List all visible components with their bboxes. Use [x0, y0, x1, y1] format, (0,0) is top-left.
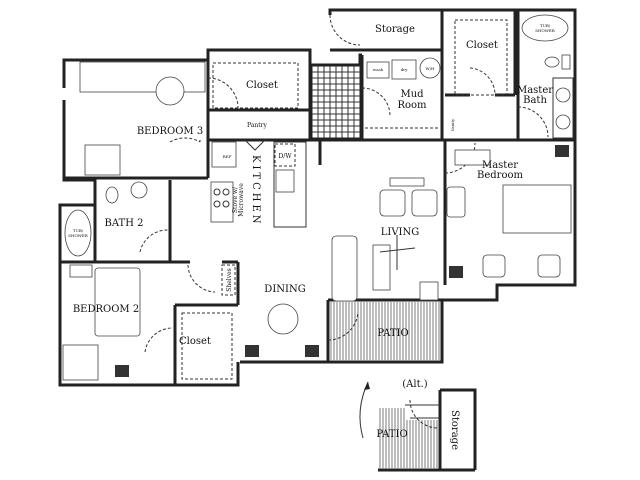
- label-closet-bed2: Closet: [179, 336, 211, 347]
- kitchen-sink: [275, 169, 295, 193]
- label-closet-master: Closet: [466, 40, 498, 51]
- label-pantry: Pantry: [247, 122, 267, 129]
- stove: [210, 181, 234, 223]
- dishwasher: [274, 143, 296, 167]
- dining-table: [267, 303, 299, 335]
- label-master-bath: Master: [517, 85, 553, 96]
- label-stove: Stove w/: [232, 186, 239, 213]
- label-master-bedroom-2: Bedroom: [477, 170, 523, 181]
- label-bath2: BATH 2: [105, 218, 144, 229]
- label-bedroom2: BEDROOM 2: [73, 304, 139, 315]
- label-alt: (Alt.): [402, 379, 428, 390]
- label-living: LIVING: [381, 227, 420, 238]
- label-dry: dry: [401, 67, 408, 72]
- label-tub-bath2-2: SHOWER: [68, 233, 89, 238]
- sofa: [331, 235, 358, 302]
- label-storage: Storage: [375, 24, 415, 35]
- room-labels: Storage Closet Closet Mud Room Master Ba…: [73, 24, 553, 450]
- label-master-bath-2: Bath: [523, 95, 547, 106]
- alt-arrow-icon: [359, 381, 369, 439]
- arrow-head-icon: [364, 382, 370, 390]
- stair-grid: [311, 65, 361, 139]
- label-storage-alt: Storage: [449, 410, 460, 450]
- label-patio: PATIO: [377, 328, 408, 339]
- label-tub-master: TUB/: [540, 23, 551, 28]
- label-master-bedroom: Master: [482, 160, 518, 171]
- label-dining: DINING: [264, 284, 305, 295]
- label-dw: D/W: [279, 153, 293, 160]
- plant-icons: [115, 145, 569, 377]
- refrigerator: [211, 141, 237, 168]
- label-wash: wash: [373, 67, 384, 72]
- label-patio-alt: PATIO: [376, 429, 407, 440]
- label-mud-room-2: Room: [397, 100, 427, 111]
- label-shelves: Shelves: [226, 268, 233, 291]
- patio-alt-decking: [379, 408, 438, 468]
- label-bedroom3: BEDROOM 3: [137, 126, 203, 137]
- patio-decking: [330, 302, 440, 360]
- label-mud-room: Mud: [400, 89, 424, 100]
- doors: [139, 14, 549, 429]
- label-microwave: Microwave: [238, 183, 245, 217]
- label-wh: W/H: [426, 66, 435, 71]
- label-closet-bed3: Closet: [246, 80, 278, 91]
- label-tub-bath2: TUB/: [73, 228, 84, 233]
- label-vanity: Vanity: [450, 118, 455, 132]
- label-ref: REF: [223, 154, 232, 159]
- fixture-labels: REF D/W Stove w/ Microwave Vanity wash d…: [68, 23, 556, 292]
- walls: [58, 8, 577, 387]
- label-kitchen: KITCHEN: [250, 155, 261, 227]
- label-tub-master-2: SHOWER: [535, 28, 556, 33]
